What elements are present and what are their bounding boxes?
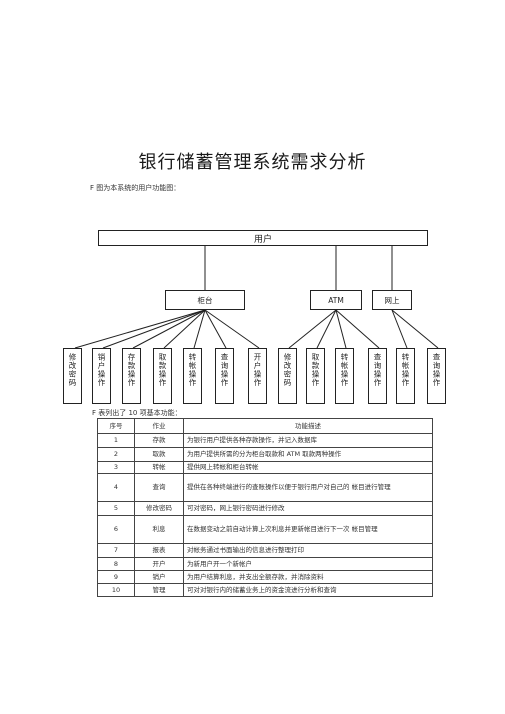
row-op: 存款 [134, 433, 184, 448]
table-row: 2 取款 为用户提供所需的分为柜台取款和 ATM 取款两种操作 [97, 447, 433, 462]
leaf-counter-open-account: 开户操作 [248, 348, 267, 404]
table-caption: F 表列出了 10 项基本功能： [92, 409, 182, 417]
row-op: 取款 [134, 447, 184, 462]
leaf-counter-withdraw: 取款操作 [153, 348, 172, 404]
row-desc: 提供在各种终端进行的查账操作以便于银行用户对自己的 帐目进行管理 [183, 473, 433, 502]
row-op: 销户 [134, 570, 184, 584]
leaf-counter-change-password: 修改密码 [63, 348, 82, 404]
row-desc: 为用户结算利息，并支出全额存款，并消除资料 [183, 570, 433, 584]
row-no: 8 [97, 557, 135, 571]
row-op: 修改密码 [134, 501, 184, 516]
row-op: 管理 [134, 583, 184, 597]
header-no: 序号 [97, 418, 135, 434]
row-desc: 对帐务通过书面输出的信息进行整理打印 [183, 543, 433, 558]
leaf-counter-query: 查询操作 [215, 348, 234, 404]
leaf-atm-transfer: 转帐操作 [335, 348, 354, 404]
row-no: 2 [97, 447, 135, 462]
row-no: 3 [97, 461, 135, 474]
row-desc: 在数据变动之前自动计算上次利息并更新帐目进行下一次 帐目管理 [183, 515, 433, 544]
table-row: 1 存款 为银行用户提供各种存款操作，并记入数据库 [97, 433, 433, 448]
row-op: 利息 [134, 515, 184, 544]
diagram-group-counter: 柜台 [165, 290, 245, 310]
intro-text: F 图为本系统的用户功能图： [90, 184, 181, 192]
leaf-online-transfer: 转帐操作 [396, 348, 415, 404]
table-row: 4 查询 提供在各种终端进行的查账操作以便于银行用户对自己的 帐目进行管理 [97, 473, 433, 502]
leaf-atm-query: 查询操作 [368, 348, 387, 404]
row-no: 6 [97, 515, 135, 544]
row-no: 10 [97, 583, 135, 597]
leaf-counter-deposit: 存款操作 [122, 348, 141, 404]
diagram-group-online: 网上 [372, 290, 412, 310]
table-row: 10 管理 可对对银行内的储蓄业务上的资金流进行分析和查询 [97, 583, 433, 597]
leaf-atm-change-password: 修改密码 [278, 348, 297, 404]
leaf-atm-withdraw: 取款操作 [306, 348, 325, 404]
row-no: 4 [97, 473, 135, 502]
diagram-group-atm: ATM [310, 290, 362, 310]
leaf-counter-transfer: 转帐操作 [183, 348, 202, 404]
row-no: 5 [97, 501, 135, 516]
row-op: 查询 [134, 473, 184, 502]
leaf-online-query: 查询操作 [427, 348, 446, 404]
table-row: 7 报表 对帐务通过书面输出的信息进行整理打印 [97, 543, 433, 558]
row-desc: 可对密码，网上银行密码进行修改 [183, 501, 433, 516]
table-header-row: 序号 作业 功能描述 [97, 418, 433, 434]
row-desc: 为银行用户提供各种存款操作，并记入数据库 [183, 433, 433, 448]
row-no: 9 [97, 570, 135, 584]
table-row: 6 利息 在数据变动之前自动计算上次利息并更新帐目进行下一次 帐目管理 [97, 515, 433, 544]
table-row: 3 转帐 提供网上转帐和柜台转帐 [97, 461, 433, 474]
row-op: 转帐 [134, 461, 184, 474]
row-op: 报表 [134, 543, 184, 558]
table-row: 9 销户 为用户结算利息，并支出全额存款，并消除资料 [97, 570, 433, 584]
leaf-counter-close-account: 销户操作 [92, 348, 111, 404]
row-op: 开户 [134, 557, 184, 571]
document-title: 银行储蓄管理系统需求分析 [138, 152, 367, 173]
row-desc: 为新用户开一个新帐户 [183, 557, 433, 571]
table-row: 5 修改密码 可对密码，网上银行密码进行修改 [97, 501, 433, 516]
row-no: 1 [97, 433, 135, 448]
row-no: 7 [97, 543, 135, 558]
header-desc: 功能描述 [183, 418, 433, 434]
row-desc: 提供网上转帐和柜台转帐 [183, 461, 433, 474]
row-desc: 可对对银行内的储蓄业务上的资金流进行分析和查询 [183, 583, 433, 597]
diagram-root-user: 用户 [98, 230, 428, 246]
header-op: 作业 [134, 418, 184, 434]
row-desc: 为用户提供所需的分为柜台取款和 ATM 取款两种操作 [183, 447, 433, 462]
table-row: 8 开户 为新用户开一个新帐户 [97, 557, 433, 571]
function-table: 序号 作业 功能描述 1 存款 为银行用户提供各种存款操作，并记入数据库 2 取… [97, 418, 433, 597]
